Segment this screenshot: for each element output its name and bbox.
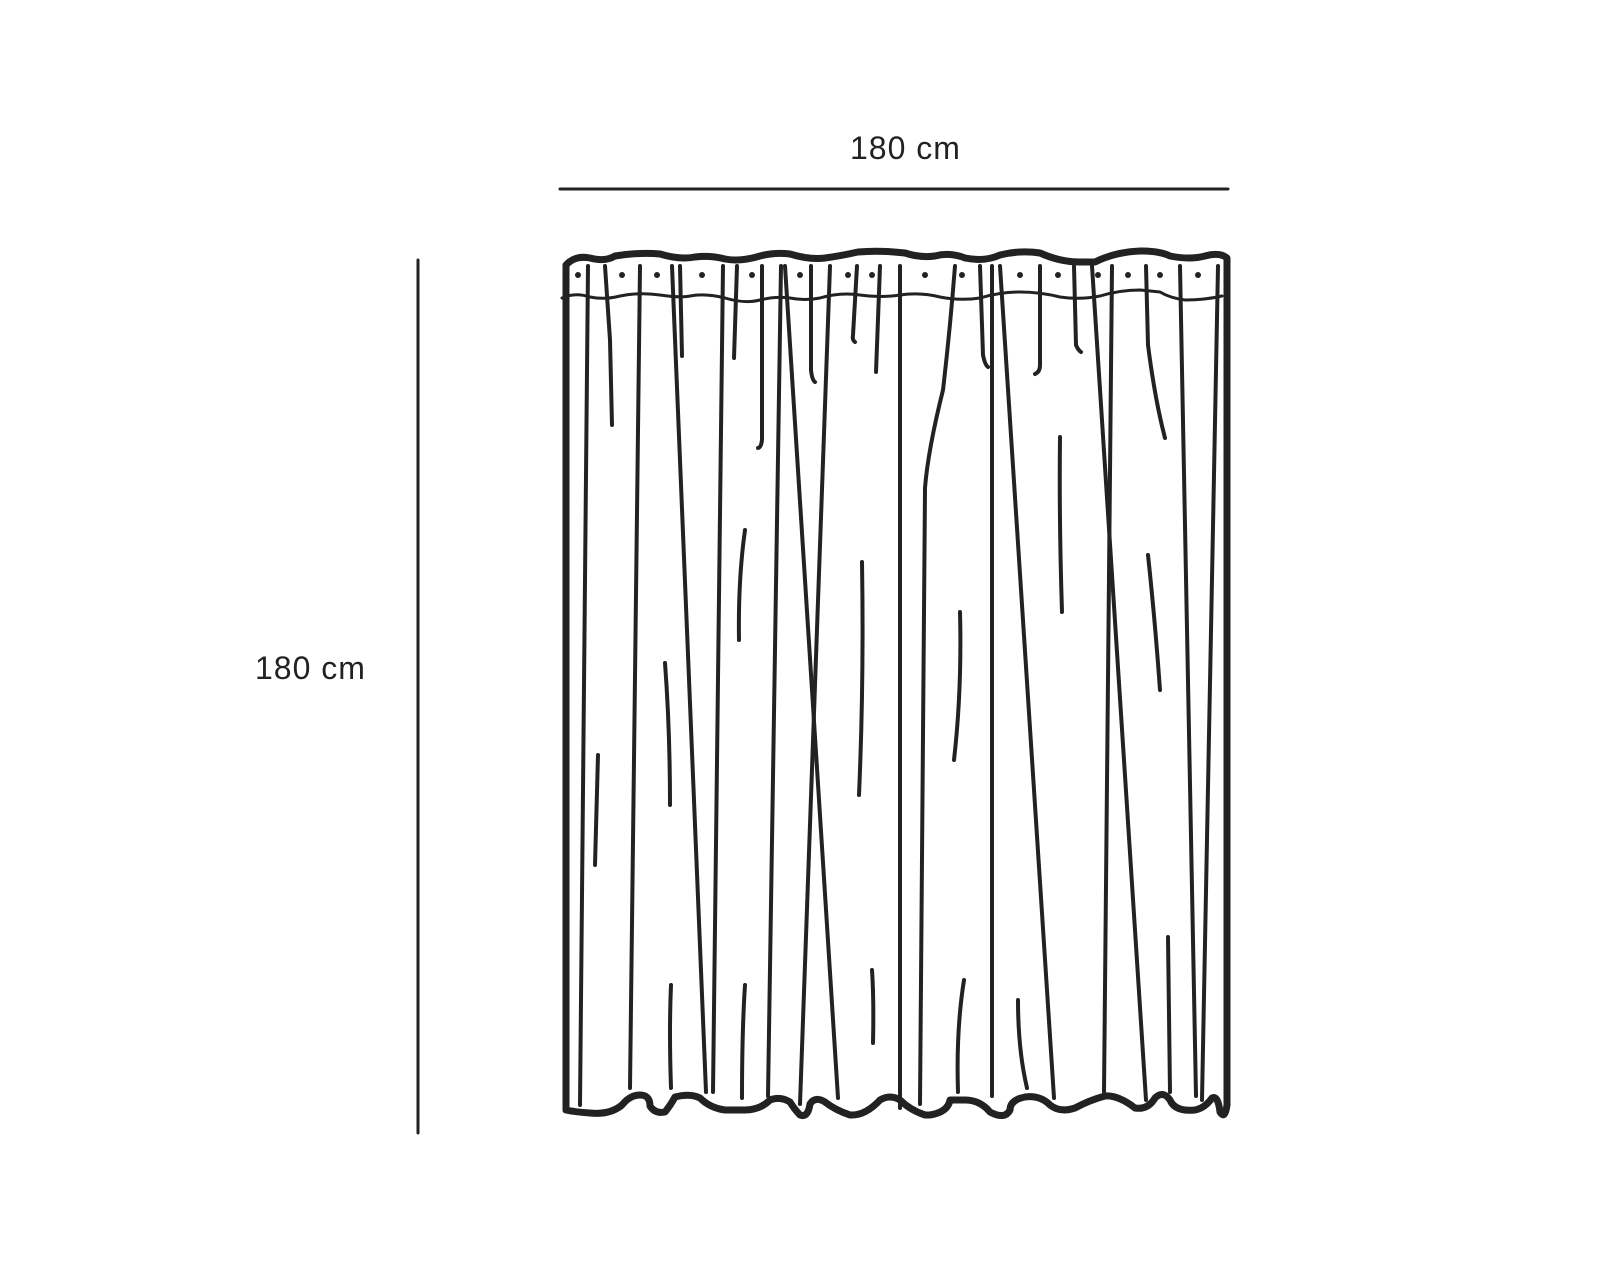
curtain-header-band	[560, 288, 1224, 304]
grommet-dots	[575, 272, 1201, 278]
height-dimension-label: 180 cm	[255, 650, 366, 686]
width-dimension-label: 180 cm	[850, 130, 961, 166]
curtain-fold-lines	[578, 264, 1220, 1110]
